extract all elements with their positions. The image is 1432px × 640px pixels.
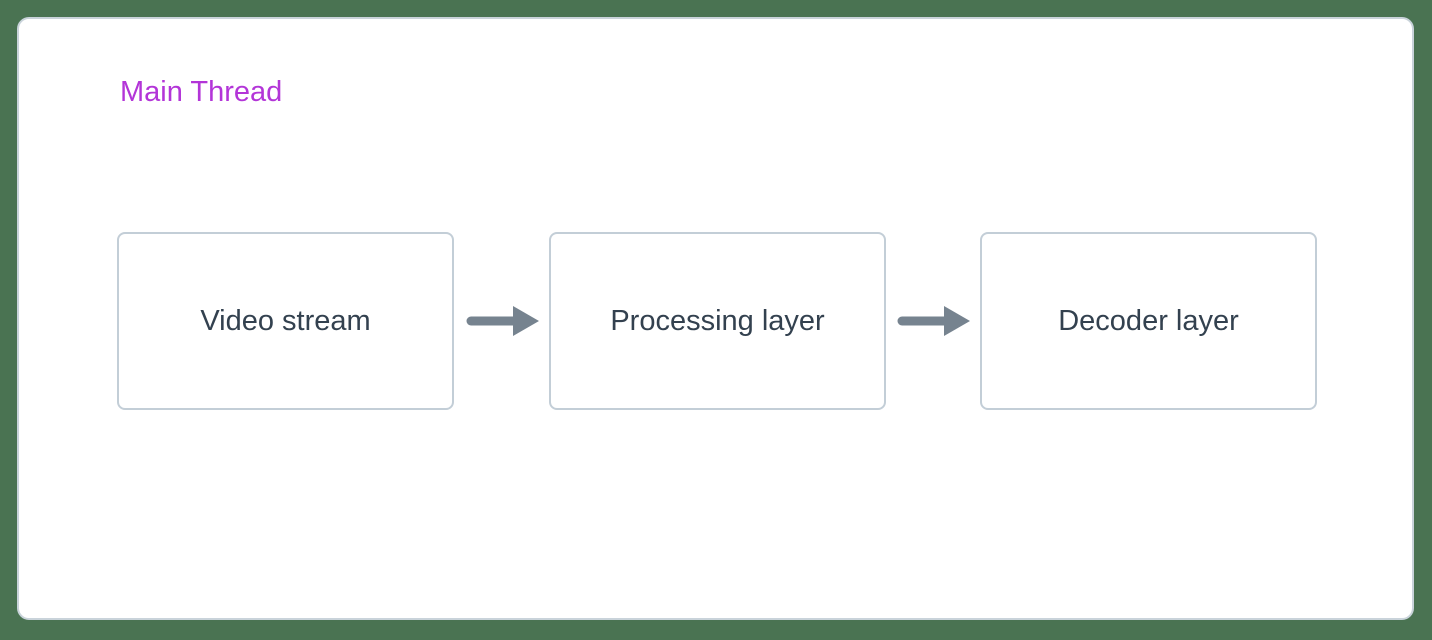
node-label: Processing layer [610,304,825,337]
arrow-right-icon [896,303,972,339]
thread-title: Main Thread [120,76,283,108]
node-label: Decoder layer [1058,304,1239,337]
node-decoder-layer[interactable]: Decoder layer [980,232,1317,410]
node-video-stream[interactable]: Video stream [117,232,454,410]
main-thread-panel: Main Thread Video stream Processing laye… [17,17,1414,620]
node-label: Video stream [200,304,371,337]
arrow-right-icon [465,303,541,339]
node-processing-layer[interactable]: Processing layer [549,232,886,410]
